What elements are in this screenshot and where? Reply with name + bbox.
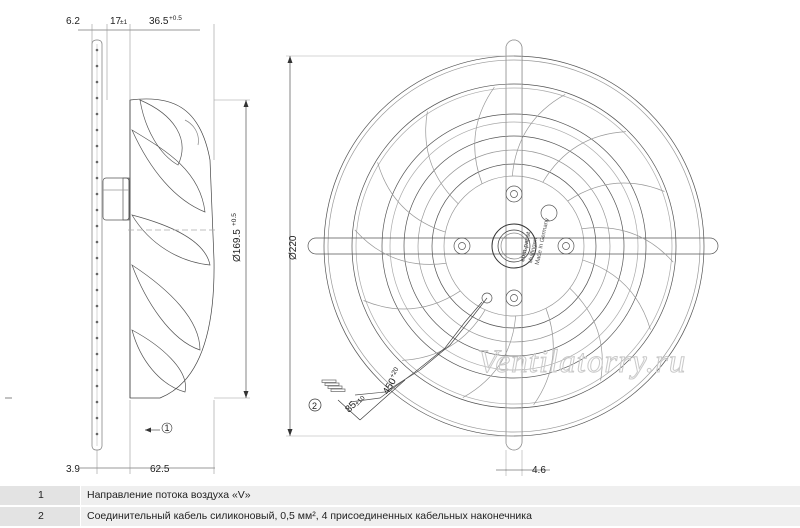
- legend-text: Направление потока воздуха «V»: [81, 486, 800, 505]
- legend-text: Соединительный кабель силиконовый, 0,5 м…: [81, 507, 800, 526]
- guard-dot: [95, 272, 99, 276]
- dim-36-5-tol: +0.5: [169, 15, 182, 22]
- cable-lug: [327, 385, 343, 389]
- guard-dot: [95, 112, 99, 116]
- impeller-blade-edge: [354, 229, 447, 265]
- front-view: [286, 39, 719, 476]
- guard-dot: [95, 208, 99, 212]
- dim-17-tol: ±1: [120, 19, 128, 26]
- dim-169-5-tol: +0.5: [231, 213, 238, 226]
- guard-dot: [95, 64, 99, 68]
- guard-dot: [95, 160, 99, 164]
- guard-dot: [95, 368, 99, 372]
- guard-dot: [95, 240, 99, 244]
- guard-dot: [95, 320, 99, 324]
- guard-dot: [95, 192, 99, 196]
- impeller-blade-edge: [533, 308, 554, 405]
- dim-169-5: Ø169.5: [232, 229, 243, 262]
- impeller-blade-edge: [582, 259, 651, 330]
- impeller-blade-edge: [474, 87, 495, 184]
- guard-dot: [95, 256, 99, 260]
- cable-lugs: [321, 379, 346, 392]
- dim-36-5: 36.5: [149, 16, 169, 27]
- dim-62-5: 62.5: [150, 464, 170, 475]
- guard-dot: [95, 48, 99, 52]
- impeller-blade-edge: [425, 111, 459, 204]
- legend-number: 1: [0, 486, 80, 505]
- impeller-blade-edge: [581, 227, 674, 263]
- dim-6-2: 6.2: [66, 16, 80, 27]
- cable-lug: [324, 382, 340, 386]
- impeller-blade-edge: [511, 94, 566, 177]
- guard-dot: [95, 224, 99, 228]
- callout-2: 2: [312, 401, 317, 411]
- impeller-blade-edge: [377, 162, 446, 233]
- guard-dot: [95, 432, 99, 436]
- impeller-blade-edge: [567, 182, 665, 202]
- impeller-blade-edge: [462, 315, 517, 398]
- dim-450-tol: +20: [389, 366, 401, 379]
- impeller-blade-edge: [402, 309, 486, 361]
- dim-85-tol: ±10: [354, 394, 367, 407]
- dim-17: 17: [110, 16, 122, 27]
- callout-1: 1: [165, 423, 170, 433]
- guard-dot: [95, 176, 99, 180]
- dim-3-9: 3.9: [66, 464, 80, 475]
- guard-dot: [95, 144, 99, 148]
- fan-drawing: 6.2 17 ±1 36.5 +0.5 Ø169.5 +0.5 3.9 62.5…: [5, 15, 719, 476]
- guard-dot: [95, 304, 99, 308]
- dim-220: Ø220: [288, 235, 299, 260]
- guard-dot: [95, 416, 99, 420]
- guard-dot: [95, 352, 99, 356]
- guard-dot: [95, 128, 99, 132]
- impeller-blade-edge: [569, 288, 603, 381]
- guard-spokes: [354, 87, 674, 405]
- watermark: Ventilatorry.ru: [478, 344, 686, 380]
- impeller-blade-edge: [542, 131, 626, 183]
- side-dimension-lines: [78, 24, 250, 474]
- guard-dot: [95, 96, 99, 100]
- side-view: [91, 39, 215, 451]
- guard-dot: [95, 80, 99, 84]
- cable-lug: [330, 388, 346, 392]
- legend-row: 1 Направление потока воздуха «V»: [0, 486, 800, 505]
- guard-dot: [95, 384, 99, 388]
- impeller-blade-edge: [363, 290, 461, 310]
- guard-wire-dots: [95, 48, 99, 436]
- legend-row: 2 Соединительный кабель силиконовый, 0,5…: [0, 507, 800, 526]
- dim-4-6: 4.6: [532, 465, 546, 476]
- rating-label: ebm-papst Mulfingen Made in Germany: [520, 218, 550, 266]
- guard-dot: [95, 336, 99, 340]
- guard-dot: [95, 288, 99, 292]
- cable-lug: [321, 379, 337, 383]
- legend-table: 1 Направление потока воздуха «V» 2 Соеди…: [0, 486, 800, 528]
- legend-number: 2: [0, 507, 80, 526]
- stamp-line-2: Mulfingen: [528, 237, 539, 264]
- guard-dot: [95, 400, 99, 404]
